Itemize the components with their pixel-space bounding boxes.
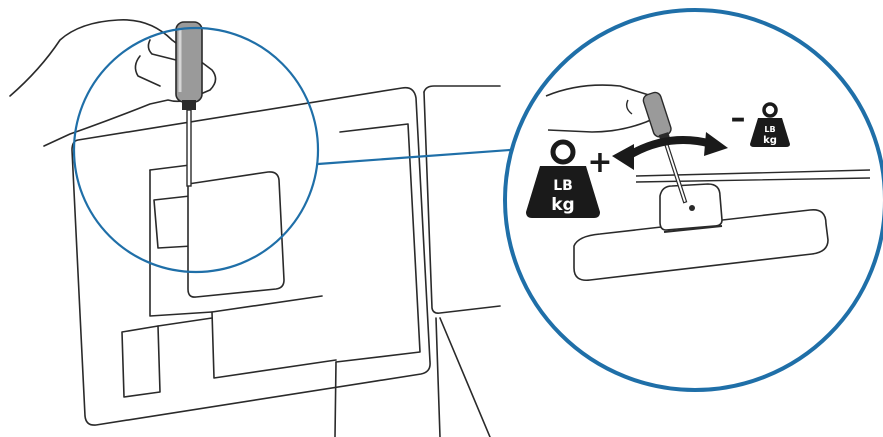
increase-sign: + bbox=[587, 145, 612, 180]
light-weight-label-bottom: kg bbox=[763, 135, 777, 146]
light-weight-label-top: LB bbox=[764, 125, 775, 134]
monitor-back-illustration bbox=[72, 86, 500, 437]
stand-neck bbox=[122, 326, 160, 397]
stand-side-panel bbox=[424, 86, 500, 92]
decrease-sign: – bbox=[731, 101, 746, 136]
heavy-weight-label-top: LB bbox=[553, 178, 573, 194]
adjustment-screw bbox=[689, 205, 695, 211]
heavy-weight-label-bottom: kg bbox=[551, 195, 574, 215]
mounting-plate bbox=[188, 172, 284, 297]
zoom-callout: LB kg + – LB kg bbox=[505, 10, 883, 390]
